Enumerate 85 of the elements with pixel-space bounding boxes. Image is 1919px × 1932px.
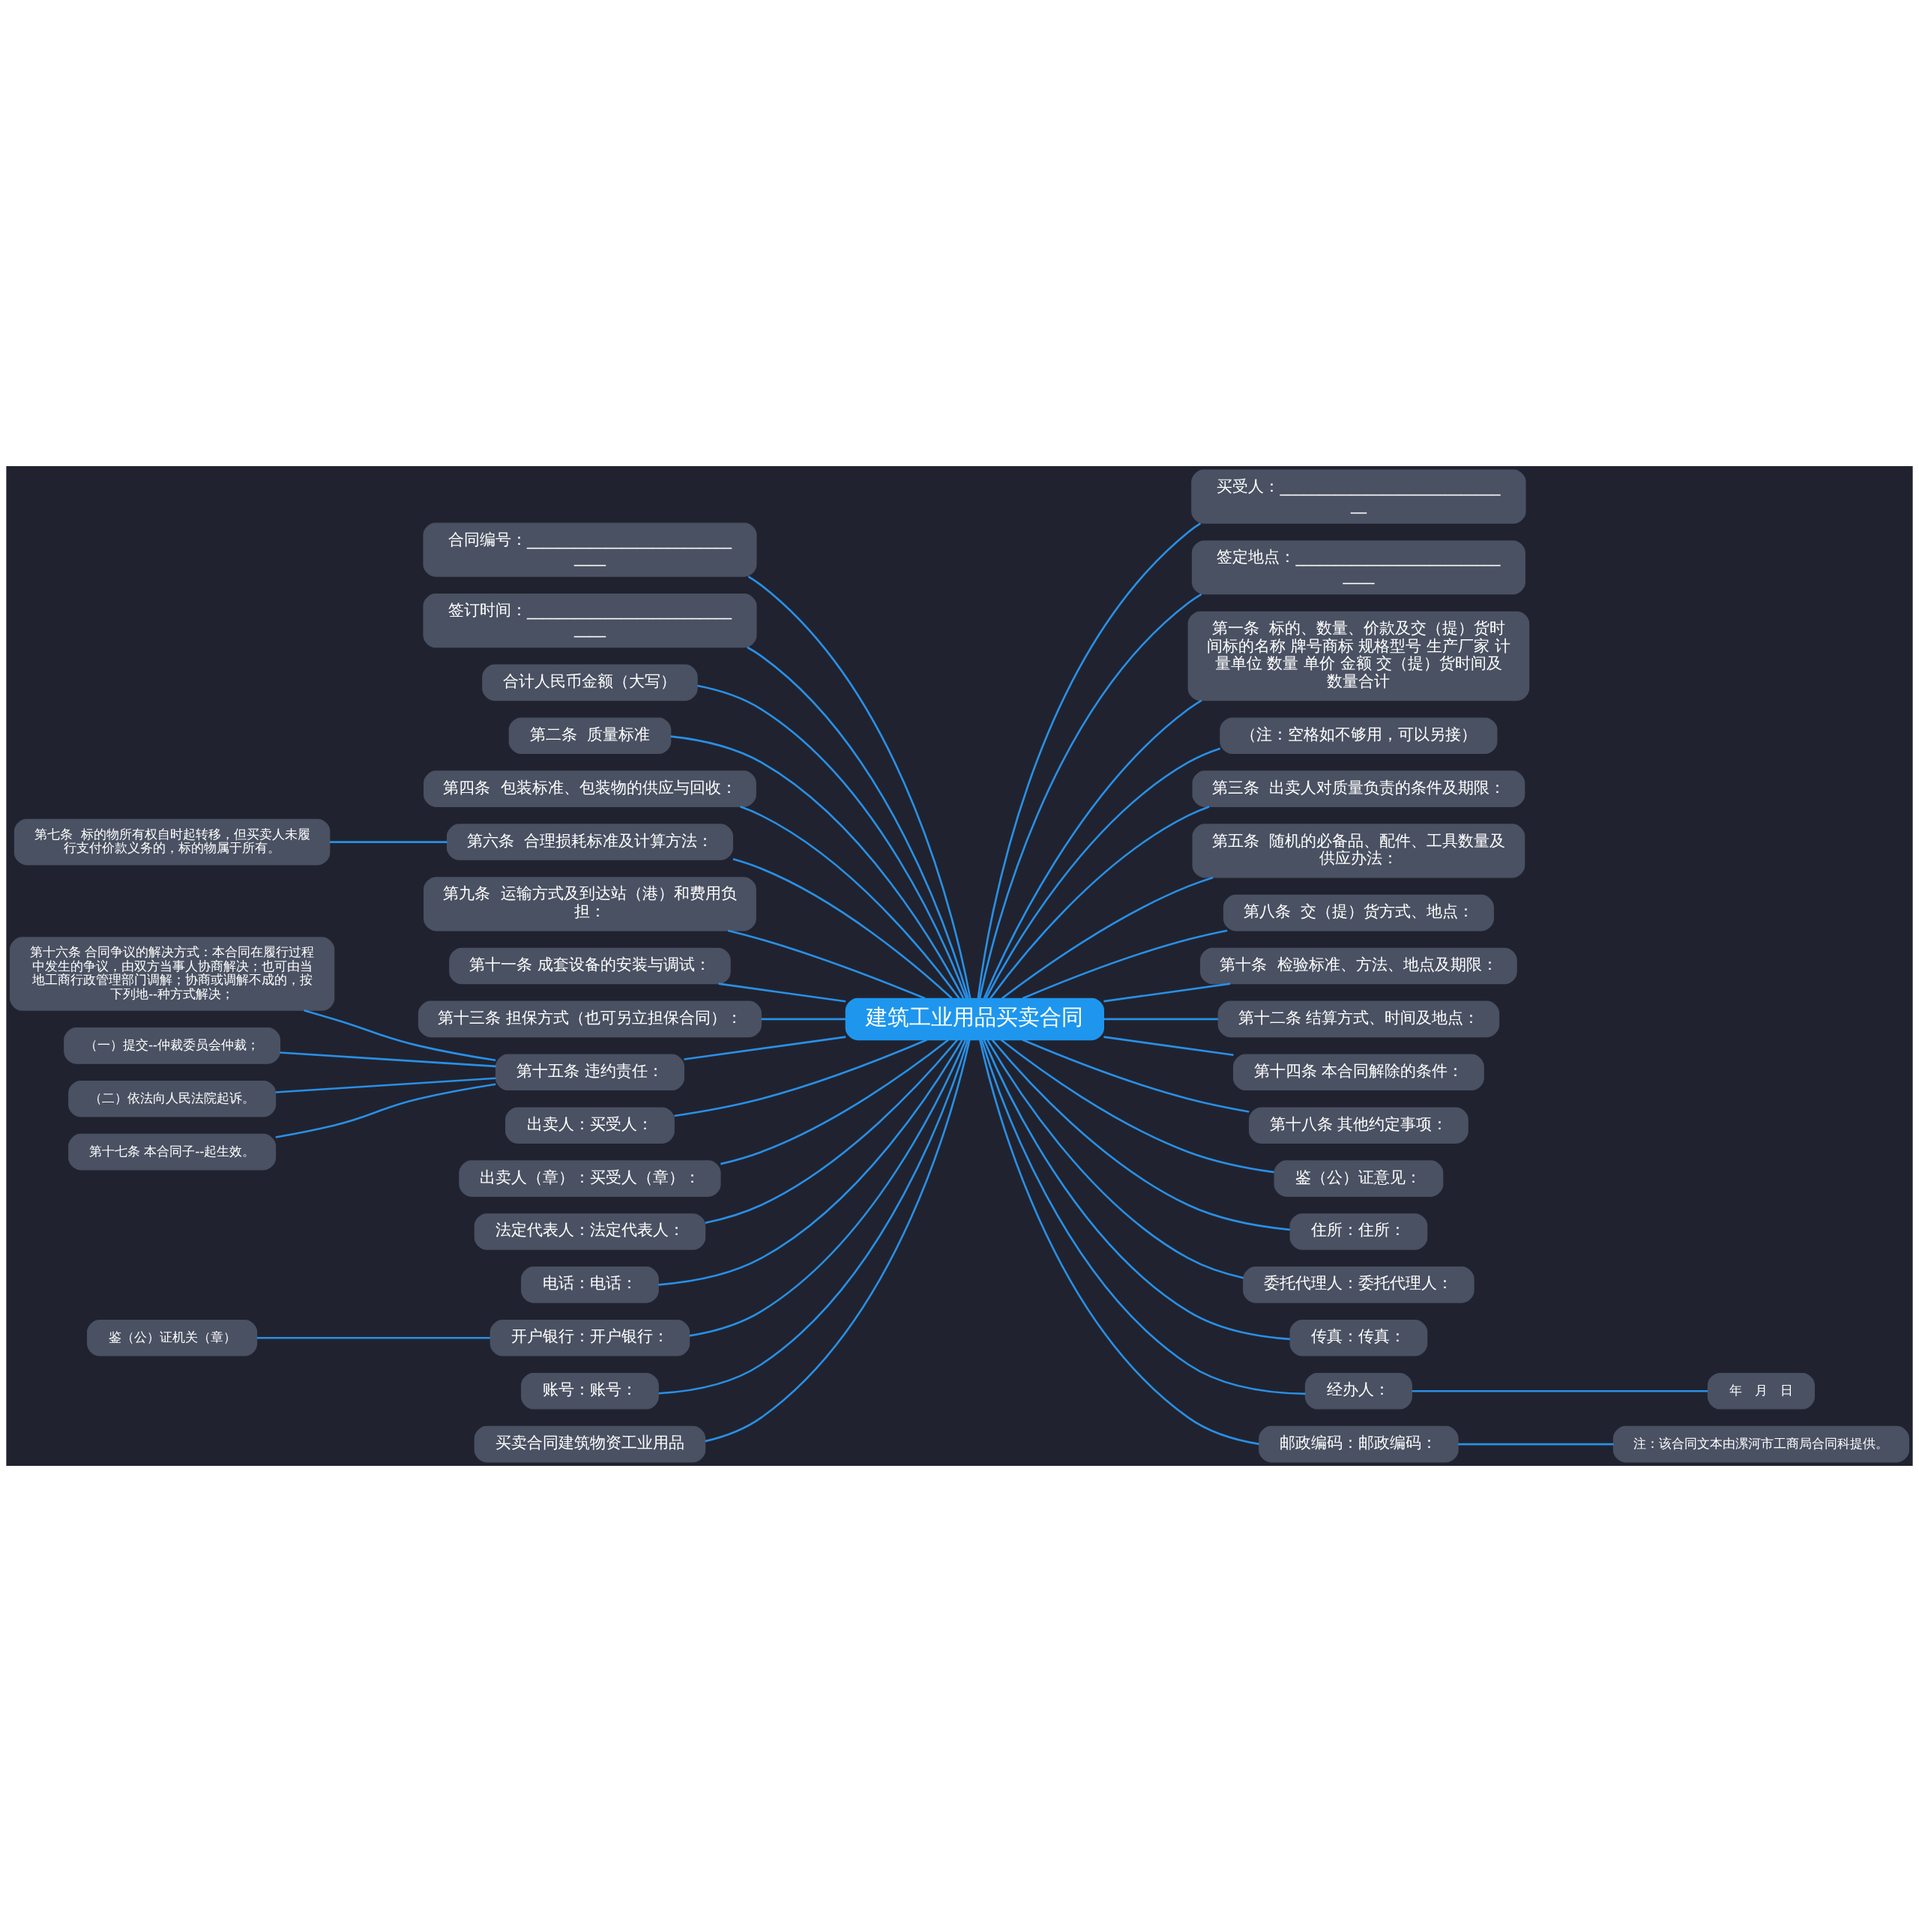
node-box: 经办人： <box>1304 1372 1412 1410</box>
node-box: 第十四条 本合同解除的条件： <box>1233 1054 1484 1091</box>
connector <box>1022 1039 1250 1113</box>
node-box: 第十三条 担保方式（也可另立担保合同）： <box>418 1000 762 1038</box>
connector <box>1022 929 1228 1000</box>
connector <box>275 1083 496 1138</box>
node-box: 委托代理人：委托代理人： <box>1243 1267 1474 1303</box>
connector <box>658 1039 969 1395</box>
connector <box>1001 876 1214 1000</box>
node-box: （二）依法向人民法院起诉。 <box>68 1080 277 1117</box>
connector <box>705 1039 971 1443</box>
connector <box>705 1039 959 1225</box>
node-box: 第十五条 违约责任： <box>495 1054 684 1091</box>
node-box: 邮政编码：邮政编码： <box>1259 1425 1459 1463</box>
node-box: 第八条 交（提）货方式、地点： <box>1223 894 1494 932</box>
node-box: 买卖合同建筑物资工业用品 <box>474 1425 706 1463</box>
connector <box>1103 982 1231 1003</box>
node-box: 年 月 日 <box>1707 1372 1815 1410</box>
connector <box>684 1036 846 1060</box>
node-box: 第十一条 成套设备的安装与调试： <box>449 947 731 985</box>
connector <box>740 806 960 1000</box>
node-box: 鉴（公）证机关（章） <box>87 1320 258 1356</box>
node-box: 住所：住所： <box>1289 1213 1428 1250</box>
connector <box>983 1039 1291 1341</box>
connector <box>732 858 953 1000</box>
connector <box>329 841 448 843</box>
connector <box>991 1039 1290 1231</box>
connector <box>761 1018 846 1021</box>
connector <box>1412 1389 1708 1392</box>
connector <box>275 1077 496 1093</box>
connector <box>985 747 1221 999</box>
node-box: 第十二条 结算方式、时间及地点： <box>1217 1000 1500 1038</box>
connector <box>304 1009 496 1062</box>
node-box: 第六条 合理损耗标准及计算方法： <box>446 824 733 860</box>
node-box: 第五条 随机的必备品、配件、工具数量及供应办法： <box>1192 824 1525 878</box>
node-box: 第十条 检验标准、方法、地点及期限： <box>1200 947 1517 985</box>
node-box: 第三条 出卖人对质量负责的条件及期限： <box>1192 770 1525 807</box>
node-box: 注：该合同文本由漯河市工商局合同科提供。 <box>1612 1425 1910 1463</box>
connector <box>989 806 1210 1000</box>
connector <box>658 1039 963 1286</box>
connector <box>986 1039 1244 1279</box>
connector <box>1458 1443 1614 1446</box>
connector <box>689 1039 967 1337</box>
node-box: 账号：账号： <box>521 1372 659 1410</box>
node-box: 签定地点：______________________________ <box>1191 540 1525 595</box>
node-box: 合同编号：______________________________ <box>423 522 757 577</box>
connector <box>697 684 968 999</box>
connector <box>977 522 1202 999</box>
node-box: 第七条 标的物所有权自时起转移，但买卖人未履行支付价款义务的，标的物属于所有。 <box>13 818 331 866</box>
connector <box>1000 1039 1274 1174</box>
node-box: 法定代表人：法定代表人： <box>474 1213 706 1250</box>
node-box: 买受人：______________________________ <box>1191 469 1526 524</box>
node-box: （注：空格如不够用，可以另接） <box>1220 717 1498 755</box>
node-box: 电话：电话： <box>521 1267 659 1303</box>
node-box: 出卖人（章）：买受人（章）： <box>459 1160 721 1197</box>
node-box: 出卖人：买受人： <box>505 1107 675 1144</box>
connector <box>979 1039 1259 1446</box>
node-box: 建筑工业用品买卖合同 <box>845 997 1104 1041</box>
node-box: 鉴（公）证意见： <box>1274 1160 1444 1197</box>
node-box: 第十八条 其他约定事项： <box>1249 1107 1468 1144</box>
connector <box>1103 1036 1234 1057</box>
node-box: 合计人民币金额（大写） <box>482 664 698 701</box>
connector <box>983 699 1202 999</box>
connector <box>718 982 846 1003</box>
node-box: 开户银行：开户银行： <box>489 1320 690 1356</box>
node-box: 第九条 运输方式及到达站（港）和费用负担： <box>424 877 756 932</box>
connector <box>980 1039 1306 1395</box>
connector <box>256 1337 490 1339</box>
node-box: 传真：传真： <box>1289 1320 1428 1356</box>
connector <box>747 576 971 999</box>
connector <box>720 1039 950 1165</box>
node-box: 第四条 包装标准、包装物的供应与回收： <box>424 770 756 807</box>
connector <box>978 593 1202 999</box>
connector <box>670 735 965 999</box>
connector <box>747 646 969 999</box>
connector <box>280 1051 496 1068</box>
connector <box>674 1039 928 1117</box>
node-box: 第十七条 本合同子--起生效。 <box>68 1133 277 1171</box>
node-box: 第十六条 合同争议的解决方式：本合同在履行过程中发生的争议，由双方当事人协商解决；也可由当地工商行政管理部门调解；协商或调解不成的，按下列地--种方式解决； <box>9 937 335 1011</box>
node-box: 签订时间：______________________________ <box>423 594 757 648</box>
connector <box>727 929 926 1000</box>
connector <box>1103 1018 1218 1021</box>
node-box: 第二条 质量标准 <box>508 717 672 755</box>
node-box: 第一条 标的、数量、价款及交（提）货时间标的名称 牌号商标 规格型号 生产厂家 计量单位 数量 单价 金额 交（提）货时间及数量合计 <box>1187 611 1530 701</box>
node-box: （一）提交--仲裁委员会仲裁； <box>64 1027 281 1064</box>
